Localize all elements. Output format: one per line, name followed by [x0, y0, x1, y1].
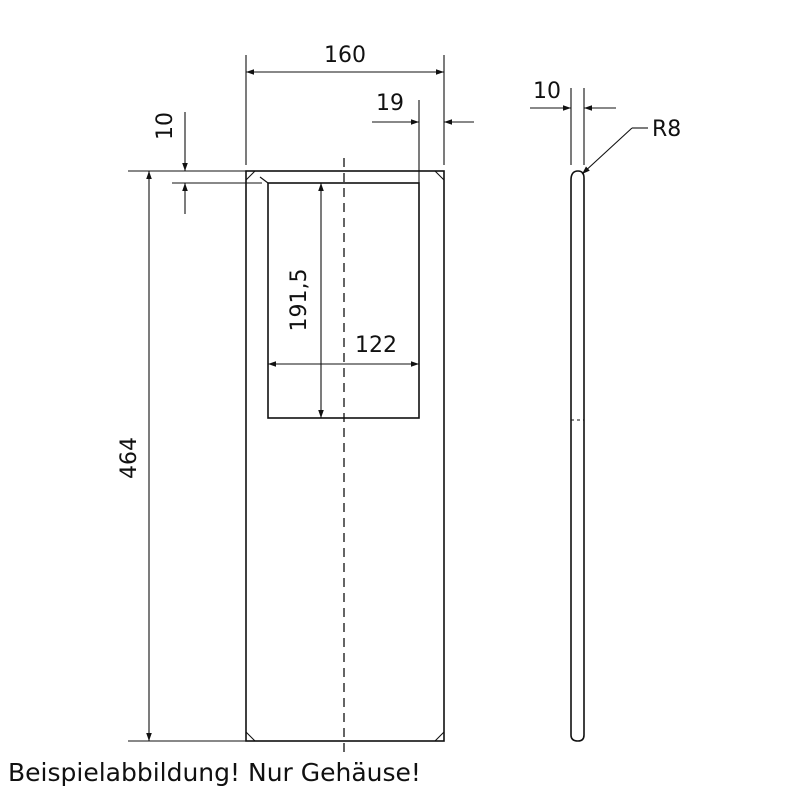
dimension-total-height: 464: [117, 171, 246, 742]
dimension-window-height: 191,5: [287, 183, 324, 418]
dimension-top-offset: 10: [128, 112, 262, 214]
dim-radius-label: R8: [652, 117, 681, 142]
dimension-side-offset: 19: [372, 91, 474, 183]
dimension-width: 160: [245, 43, 445, 165]
dim-width-label: 160: [324, 43, 366, 68]
dim-thickness-label: 10: [533, 79, 561, 104]
dimension-window-width: 122: [268, 333, 419, 367]
side-view: 10 R8: [530, 79, 681, 742]
side-profile: [570, 170, 585, 742]
dim-top-offset-label: 10: [153, 112, 178, 140]
caption-text: Beispielabbildung! Nur Gehäuse!: [8, 758, 421, 787]
front-view: [245, 158, 445, 755]
dim-side-offset-label: 19: [376, 91, 404, 116]
dim-window-height-label: 191,5: [287, 269, 312, 332]
plate-outline: [245, 170, 445, 742]
dim-window-width-label: 122: [355, 333, 397, 358]
dim-total-height-label: 464: [117, 437, 142, 479]
